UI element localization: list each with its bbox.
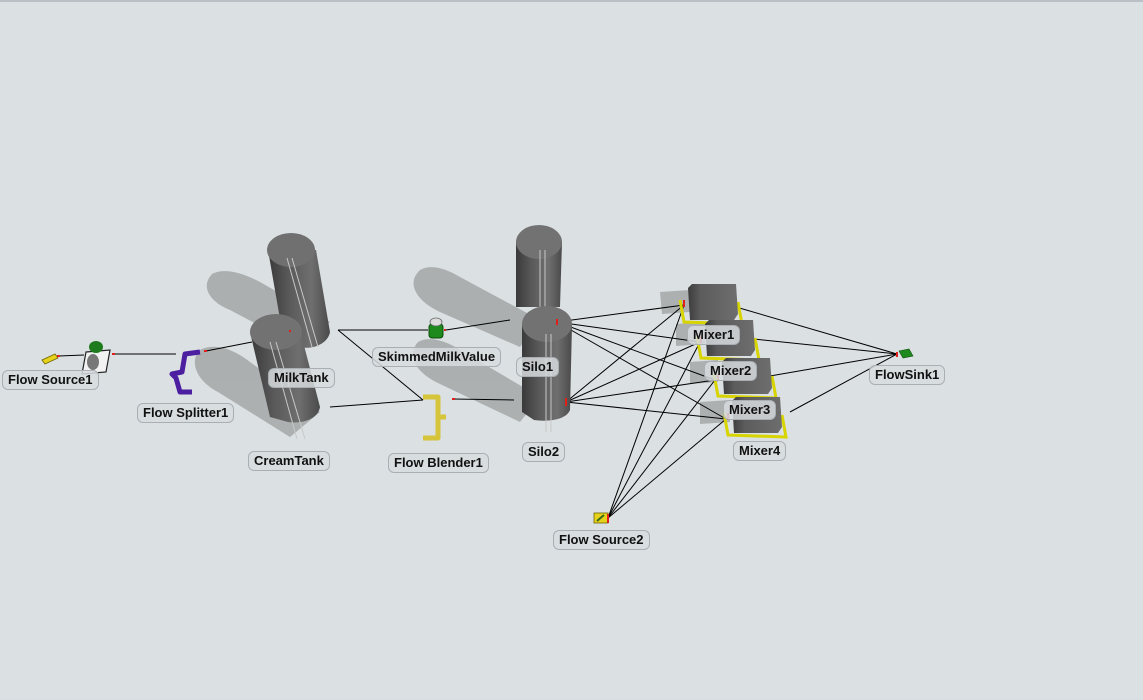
port-icon	[565, 398, 567, 406]
milk-tank-top	[267, 233, 315, 267]
connector-lines	[58, 304, 898, 519]
connector-silo2-to-mixer1	[565, 304, 685, 403]
silo1-body	[516, 242, 562, 307]
connector-silo1-to-mixer2	[556, 321, 701, 343]
port-icon	[896, 352, 898, 357]
label-silo1[interactable]: Silo1	[516, 357, 560, 377]
silo1-shadow	[413, 267, 540, 347]
milk-tank-pipe	[286, 257, 319, 348]
port-icon	[204, 350, 207, 352]
connector-silo1-to-mixer1	[556, 304, 685, 323]
cream-tank-pipe	[269, 341, 306, 440]
label-flow-source2[interactable]: Flow Source2	[553, 530, 650, 550]
connector-flow_source2-to-mixer1	[607, 304, 685, 519]
port-icon	[607, 514, 609, 523]
flow-splitter1-object[interactable]	[169, 349, 207, 395]
port-icon	[57, 355, 60, 357]
skimmed-milk-value-object[interactable]	[428, 317, 446, 339]
pump-top-icon	[89, 341, 103, 353]
label-milk-tank[interactable]: MilkTank	[268, 368, 335, 388]
label-flow-blender1[interactable]: Flow Blender1	[388, 453, 489, 473]
connector-flow_source2-to-mixer2	[607, 341, 701, 519]
connector-flow_source2-to-mixer3	[607, 379, 716, 519]
silo2-pipe	[545, 334, 552, 432]
label-skimmed-milk-value[interactable]: SkimmedMilkValue	[372, 347, 502, 367]
silo1-object[interactable]	[516, 225, 562, 307]
connector-flow_blender1-to-silo2	[452, 398, 515, 401]
label-mixer2[interactable]: Mixer2	[704, 361, 758, 381]
port-icon	[556, 319, 558, 325]
pump-motor-icon	[87, 354, 99, 370]
flow-source2-object[interactable]	[593, 512, 609, 524]
label-mixer3[interactable]: Mixer3	[723, 400, 777, 420]
cream-tank-top	[250, 314, 302, 350]
port-icon	[452, 398, 455, 400]
port-icon	[683, 300, 685, 307]
connector-cream_tank-to-flow_blender1	[329, 399, 424, 408]
flow-source1-icon	[41, 353, 59, 365]
connector-mixer3-to-flow_sink1	[769, 353, 898, 377]
flow-blender1-icon	[423, 394, 446, 441]
connector-silo2-to-mixer3	[565, 379, 716, 403]
mixer-body	[688, 284, 738, 320]
label-cream-tank[interactable]: CreamTank	[248, 451, 330, 471]
valve-handle-icon	[429, 317, 443, 327]
arrow-icon	[596, 514, 605, 522]
silo2-top	[522, 306, 572, 342]
label-flow-splitter1[interactable]: Flow Splitter1	[137, 403, 235, 423]
connector-mixer1-to-flow_sink1	[735, 306, 898, 355]
port-icon	[444, 329, 446, 331]
connector-flow_splitter1-to-milk_tank	[205, 341, 253, 352]
mixer1-object[interactable]	[678, 284, 744, 326]
connector-silo2-to-mixer2	[565, 341, 701, 403]
connector-mixer2-to-flow_sink1	[753, 338, 898, 355]
pump-object[interactable]	[81, 341, 115, 375]
connector-flow_source1-to-pump	[58, 354, 85, 357]
label-flow-source1[interactable]: Flow Source1	[2, 370, 99, 390]
port-icon	[112, 353, 115, 355]
mixer-frame	[722, 412, 788, 439]
label-silo2[interactable]: Silo2	[522, 442, 566, 462]
connector-flow_source2-to-mixer4	[607, 418, 727, 519]
label-flow-sink1[interactable]: FlowSink1	[869, 365, 946, 385]
connector-silo1-to-mixer3	[556, 321, 716, 381]
connector-mixer4-to-flow_sink1	[789, 353, 898, 413]
port-icon	[289, 330, 291, 332]
silo1-pipe	[539, 250, 546, 307]
flow-splitter1-icon	[169, 349, 201, 395]
flow-sink1-object[interactable]	[896, 348, 914, 359]
flow-sink1-icon	[898, 348, 914, 359]
connector-skimmed_milk_value-to-silo1	[445, 319, 511, 331]
label-mixer1[interactable]: Mixer1	[687, 325, 741, 345]
flow-blender1-object[interactable]	[423, 394, 455, 441]
silo1-top	[516, 225, 562, 259]
flow-source1-object[interactable]	[41, 353, 60, 365]
label-mixer4[interactable]: Mixer4	[733, 441, 787, 461]
